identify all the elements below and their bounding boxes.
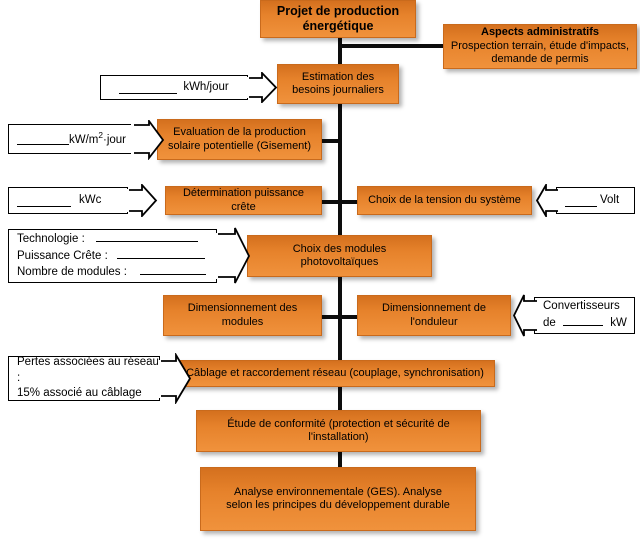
convertisseurs-blank <box>563 315 603 326</box>
node-admin-title: Aspects administratifs <box>481 26 599 39</box>
connector-crete-tension <box>322 200 358 204</box>
node-determination-puissance-crete: Détermination puissance crête <box>165 186 322 215</box>
node-evaluation-gisement: Evaluation de la production solaire pote… <box>157 119 322 160</box>
callout-kwh-jour: kWh/jour <box>100 75 248 100</box>
module-spec-label: Technologie : <box>17 232 85 245</box>
node-analyse-environnementale: Analyse environnementale (GES). Analyse … <box>200 467 476 531</box>
module-spec-label: Nombre de modules : <box>17 266 127 279</box>
node-cablage-raccordement: Câblage et raccordement réseau (couplage… <box>175 360 495 387</box>
callout-volt: Volt <box>556 187 635 214</box>
spine-segment-3 <box>338 144 342 229</box>
module-spec-row: Nombre de modules : <box>17 264 207 281</box>
module-spec-row: Technologie : <box>17 231 206 248</box>
convertisseurs-text: Convertisseurs de kW <box>543 299 627 331</box>
callout-pertes: Pertes associées au réseau : 15% associé… <box>8 356 160 401</box>
connector-to-admin <box>338 44 446 48</box>
module-spec-blank <box>140 264 207 276</box>
connector-dim-modules-onduleur <box>322 315 358 319</box>
module-spec-blank <box>95 231 198 242</box>
node-project: Projet de production énergétique <box>260 0 416 38</box>
node-estimation-besoins: Estimation des besoins journaliers <box>277 64 399 104</box>
module-spec-label: Puissance Crête : <box>17 249 108 262</box>
module-specs-list: Technologie : Puissance Crête : Nombre d… <box>17 231 207 281</box>
callout-kwh-unit: kWh/jour <box>183 80 229 93</box>
convertisseurs-line1: Convertisseurs <box>543 300 620 313</box>
spine-segment-8 <box>338 452 342 474</box>
convertisseurs-line2: de kW <box>543 315 627 332</box>
arrow-notch-volt <box>536 184 562 217</box>
callout-volt-unit: Volt <box>600 193 620 206</box>
node-aspects-administratifs: Aspects administratifs Prospection terra… <box>443 24 637 69</box>
callout-kwc-unit: kWc <box>79 193 102 206</box>
node-admin-subtitle: Prospection terrain, étude d'impacts, de… <box>450 39 630 66</box>
arrow-notch-kwc <box>126 184 158 217</box>
spine-segment-7 <box>338 392 342 412</box>
callout-volt-blank <box>565 195 597 207</box>
arrow-notch-module-specs <box>215 227 251 284</box>
spine-segment-2 <box>338 104 342 144</box>
node-etude-conformite: Étude de conformité (protection et sécur… <box>196 410 481 452</box>
callout-kwc-blank <box>17 195 71 207</box>
node-choix-tension: Choix de la tension du système <box>357 186 532 215</box>
module-spec-blank <box>116 248 205 259</box>
callout-kwm2-exponent: 2 <box>98 130 103 140</box>
callout-kwm2-unit: kW/m2·jour <box>69 130 127 146</box>
spine-segment-5 <box>338 282 342 346</box>
arrow-notch-convertisseurs <box>513 294 541 337</box>
arrow-notch-pertes <box>158 353 192 404</box>
node-dimensionnement-modules: Dimensionnement des modules <box>163 295 322 336</box>
pertes-line1: Pertes associées au réseau : <box>17 356 159 384</box>
arrow-notch-kwh <box>246 72 278 103</box>
callout-convertisseurs: Convertisseurs de kW <box>534 297 635 334</box>
callout-kw-m2-jour: kW/m2·jour <box>8 124 133 154</box>
callout-kwc: kWc <box>8 187 128 214</box>
module-spec-row: Puissance Crête : <box>17 248 206 265</box>
convertisseurs-kw: kW <box>610 317 627 329</box>
arrow-notch-kwm2 <box>131 120 165 160</box>
pertes-line2: 15% associé au câblage <box>17 387 142 400</box>
node-dimensionnement-onduleur: Dimensionnement de l'onduleur <box>357 295 511 336</box>
spine-segment-1 <box>338 36 342 64</box>
callout-module-specs: Technologie : Puissance Crête : Nombre d… <box>8 229 217 283</box>
callout-kwm2-blank <box>17 133 69 145</box>
callout-kwh-blank <box>119 82 178 94</box>
pertes-text: Pertes associées au réseau : 15% associé… <box>17 355 159 402</box>
node-choix-modules: Choix des modules photovoltaïques <box>247 235 432 277</box>
convertisseurs-de: de <box>543 317 556 329</box>
